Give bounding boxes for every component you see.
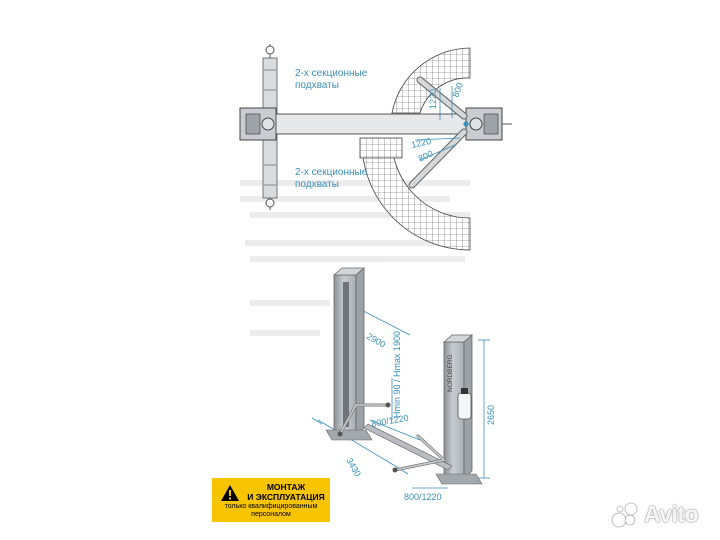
avito-wordmark: Avito <box>644 501 699 527</box>
warning-icon <box>221 485 239 501</box>
lower-arm-label-line1: 2-х секционные <box>295 167 368 178</box>
dim-arm-inner: 800/1220 <box>371 413 410 429</box>
warning-title-line1: МОНТАЖ <box>266 482 306 492</box>
upper-arm-label-line1: 2-х секционные <box>295 68 368 79</box>
dim-width: 2900 <box>365 331 387 350</box>
lower-arm-label-line2: подхваты <box>295 179 339 190</box>
warning-sub-line2: персоналом <box>251 511 291 518</box>
avito-watermark: Avito <box>610 500 710 530</box>
top-view-plan: 1220 800 1220 800 2-х секционные подхват… <box>239 44 512 251</box>
warning-title-line2: И ЭКСПЛУАТАЦИЯ <box>247 492 325 502</box>
dim-lower-long: 1220 <box>410 136 432 150</box>
dim-height-range: Hmin 90 / Hmax 1900 <box>392 331 402 418</box>
dim-depth: 3430 <box>344 456 363 478</box>
isometric-lift-view: NORDBERG 2900 Hmin 90 / Hmax 1900 <box>311 267 496 502</box>
dim-total-height: 2650 <box>486 405 496 425</box>
top-crossbeam <box>275 113 473 135</box>
hydraulic-tank <box>457 392 472 420</box>
warning-subtitle: только квалифицированным персоналом <box>214 503 328 519</box>
warning-sub-line1: только квалифицированным <box>224 503 318 510</box>
brand-label: NORDBERG <box>447 354 454 392</box>
floor-plate <box>363 423 453 471</box>
warning-title: МОНТАЖ И ЭКСПЛУАТАЦИЯ <box>244 482 328 502</box>
faded-background-text <box>240 180 470 336</box>
dim-arm-outer: 800/1220 <box>404 492 442 502</box>
upper-arm-label-line2: подхваты <box>295 80 339 91</box>
dim-upper-short: 800 <box>450 81 465 99</box>
avito-logo-icon <box>611 502 638 528</box>
lower-arm-sweep-pad <box>361 141 471 251</box>
upper-arm-sweep-pad <box>391 47 471 114</box>
installation-warning-badge: МОНТАЖ И ЭКСПЛУАТАЦИЯ только квалифициро… <box>212 478 330 522</box>
dim-upper-long: 1220 <box>428 89 438 109</box>
